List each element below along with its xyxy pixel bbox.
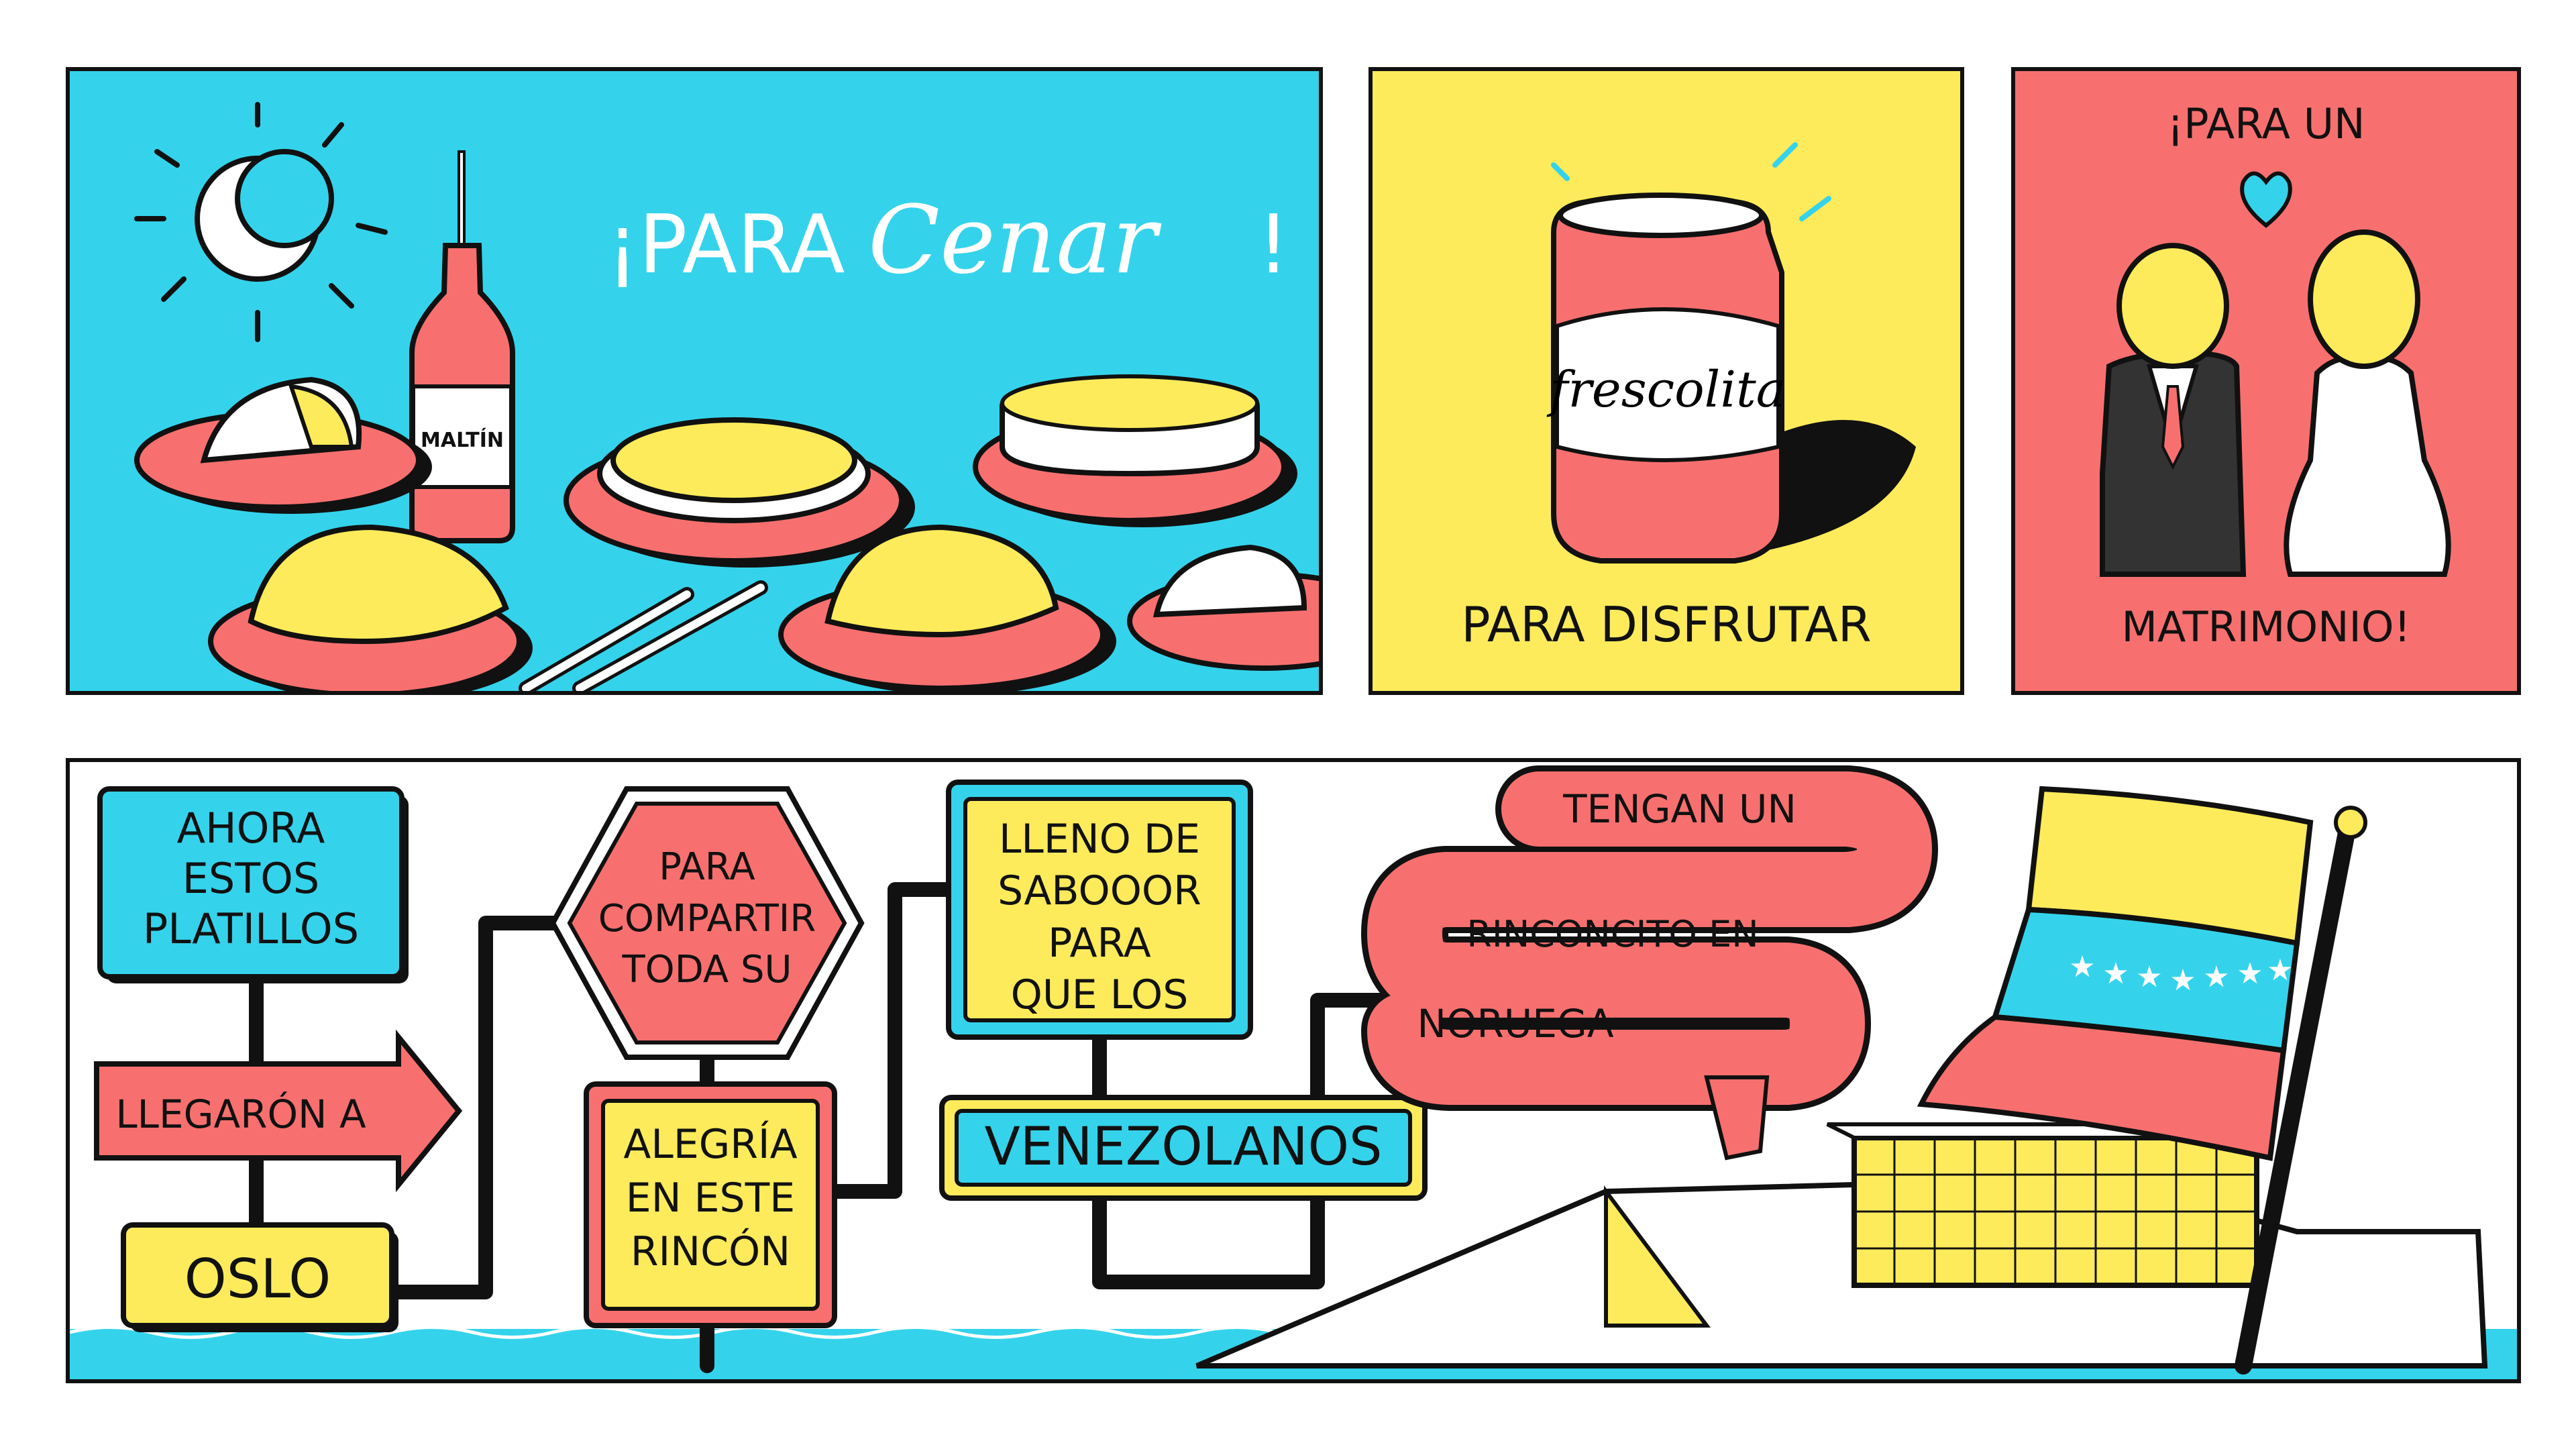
can-shadow-icon — [1748, 420, 1916, 554]
svg-text:PARA: PARA — [659, 845, 755, 889]
sign-oslo: OSLO — [121, 1222, 398, 1332]
svg-text:TENGAN UN: TENGAN UN — [1562, 786, 1796, 832]
svg-text:QUE LOS: QUE LOS — [1011, 971, 1189, 1018]
moon-icon — [134, 102, 388, 342]
svg-text:★: ★ — [2102, 957, 2129, 991]
groom-icon — [2100, 243, 2247, 577]
svg-text:★: ★ — [2169, 963, 2196, 998]
arepa-plate-right-icon — [1127, 544, 1319, 671]
panel-journey: AHORA ESTOS PLATILLOS LLEGARÓN A OSLO PA… — [66, 758, 2521, 1383]
dinner-title-script: Cenar — [868, 186, 1162, 295]
svg-text:SABOOOR: SABOOOR — [998, 867, 1201, 914]
frescolita-can-icon: frescolita — [1546, 193, 1786, 564]
hex-sign-para-compartir: PARA COMPARTIR TODA SU — [549, 786, 865, 1060]
enjoy-caption: PARA DISFRUTAR — [1461, 596, 1872, 653]
bride-icon — [2284, 229, 2451, 577]
svg-text:PARA: PARA — [1048, 920, 1151, 967]
svg-text:LLENO DE: LLENO DE — [999, 816, 1200, 863]
svg-text:★: ★ — [2136, 960, 2162, 994]
svg-text:ALEGRÍA: ALEGRÍA — [623, 1120, 797, 1168]
arepa-plate-icon — [134, 376, 432, 514]
fork-knife-icon — [519, 580, 768, 691]
pointing-hand-icon — [1704, 1075, 1770, 1161]
panel-enjoy: frescolita PARA DISFRUTAR — [1368, 67, 1964, 695]
wedding-bottom-caption: MATRIMONIO! — [2122, 602, 2411, 651]
svg-text:ESTOS: ESTOS — [182, 854, 320, 903]
pastelito-plate-icon — [778, 524, 1116, 691]
panel-dinner: MALTÍN ¡PARA Cenar ! — [66, 67, 1323, 695]
svg-text:EN ESTE: EN ESTE — [626, 1175, 795, 1222]
svg-text:NORUEGA: NORUEGA — [1417, 1001, 1613, 1046]
svg-text:VENEZOLANOS: VENEZOLANOS — [985, 1117, 1383, 1177]
sign-lleno-de-sabooor: LLENO DE SABOOOR PARA QUE LOS — [946, 780, 1253, 1040]
dinner-title-prefix: ¡PARA — [606, 199, 845, 292]
svg-text:PLATILLOS: PLATILLOS — [143, 904, 359, 953]
bottle-label: MALTÍN — [421, 428, 504, 452]
svg-text:LLEGARÓN A: LLEGARÓN A — [115, 1091, 366, 1137]
cachapa-plate-icon — [564, 417, 915, 568]
svg-text:RINCÓN: RINCÓN — [631, 1228, 790, 1275]
sign-ahora-estos-platillos: AHORA ESTOS PLATILLOS — [97, 786, 409, 983]
sign-venezolanos: VENEZOLANOS — [939, 1095, 1428, 1201]
can-label: frescolita — [1546, 361, 1786, 419]
svg-text:★: ★ — [2203, 960, 2229, 994]
panel-wedding: ¡PARA UN MATRIMONIO! — [2011, 67, 2521, 695]
dinner-title-suffix: ! — [1257, 199, 1289, 292]
svg-text:RINCONCITO EN: RINCONCITO EN — [1466, 913, 1758, 955]
sign-alegria-en-este-rincon: ALEGRÍA EN ESTE RINCÓN — [584, 1081, 837, 1328]
svg-text:★: ★ — [2267, 953, 2293, 987]
ribbon-sign-rinconcito-en-noruega: TENGAN UN RINCONCITO EN NORUEGA — [1361, 765, 1938, 1161]
svg-text:COMPARTIR: COMPARTIR — [598, 897, 816, 941]
heart-icon — [2240, 171, 2292, 228]
quesillo-plate-icon — [973, 374, 1297, 527]
oslo-opera-house-icon — [1195, 1122, 2488, 1368]
svg-text:★: ★ — [2069, 950, 2095, 984]
empanada-plate-icon — [208, 524, 533, 691]
svg-text:OSLO: OSLO — [184, 1248, 331, 1310]
svg-text:TODA SU: TODA SU — [621, 948, 792, 991]
wedding-top-caption: ¡PARA UN — [2167, 99, 2365, 148]
svg-text:AHORA: AHORA — [177, 804, 325, 853]
arrow-sign-llegaron-a: LLEGARÓN A — [94, 1029, 463, 1193]
venezuela-flag-icon: ★★★ ★★★ ★ — [1917, 786, 2367, 1375]
maltin-bottle-icon: MALTÍN — [409, 150, 515, 543]
svg-text:★: ★ — [2237, 957, 2263, 991]
